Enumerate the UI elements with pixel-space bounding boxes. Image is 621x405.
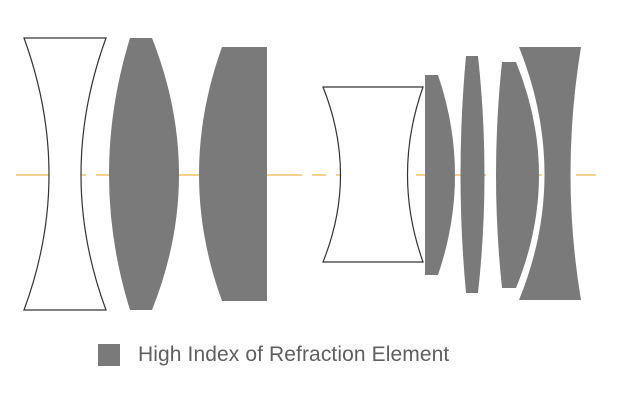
lens-element-8 [519,47,581,300]
lens-element-2 [109,38,179,310]
lens-element-7 [496,62,539,288]
lens-element-5 [425,75,455,275]
lens-element-4 [322,86,424,263]
legend-label: High Index of Refraction Element [138,343,450,366]
lens-element-3 [199,47,267,301]
lens-element-1 [23,37,107,311]
legend: High Index of Refraction Element [98,343,449,367]
legend-swatch-high-index [98,344,120,366]
lens-element-6 [460,56,485,293]
